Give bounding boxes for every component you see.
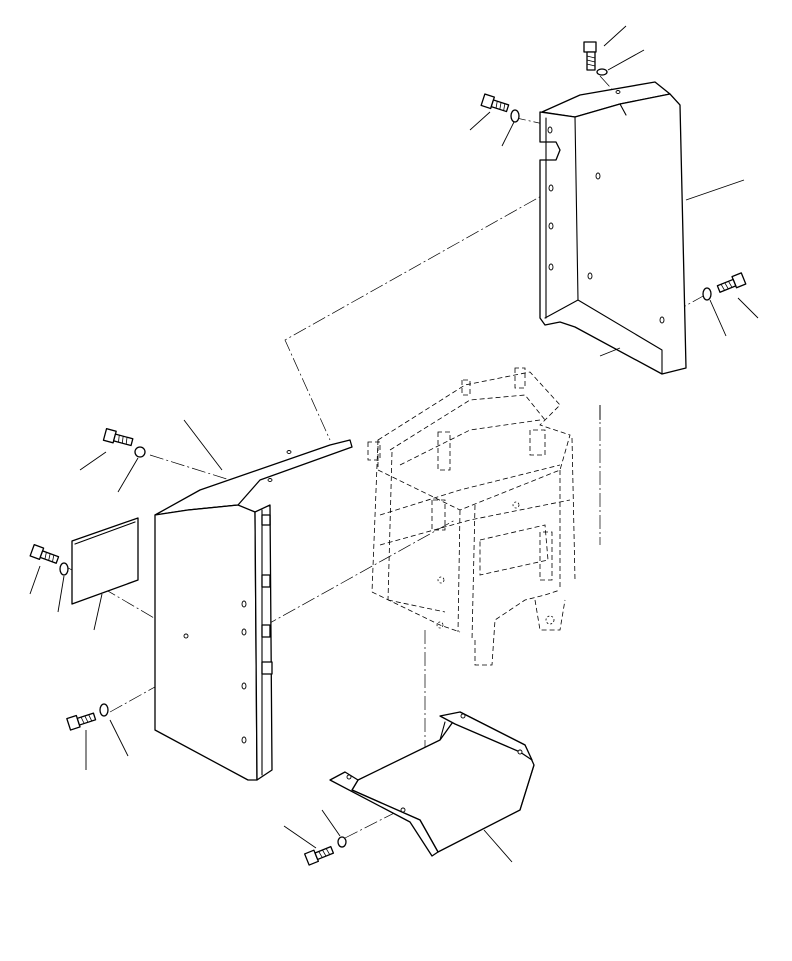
under-cover-right-flange	[439, 711, 533, 761]
bolt-upper-left	[480, 93, 510, 113]
left-front-cover	[154, 439, 353, 781]
bolt-top	[583, 41, 597, 71]
leader-lines	[29, 25, 759, 863]
frame-assembly	[367, 367, 576, 666]
cover-plate	[71, 517, 139, 605]
bolt-bottom	[303, 845, 335, 866]
under-cover-main	[351, 711, 535, 853]
bolt-left-middle	[29, 543, 60, 564]
bottom-under-cover	[329, 711, 535, 857]
bolts	[29, 41, 747, 866]
upper-cover-inner-edge	[574, 116, 663, 375]
bolt-left-upper	[102, 427, 134, 447]
left-cover-top-flange	[154, 439, 353, 516]
bolt-right	[716, 272, 747, 293]
left-cover-side-return	[254, 504, 273, 781]
upper-right-cover	[539, 81, 687, 375]
bolt-left-lower	[66, 712, 97, 731]
upper-cover-side-panel	[539, 93, 687, 375]
